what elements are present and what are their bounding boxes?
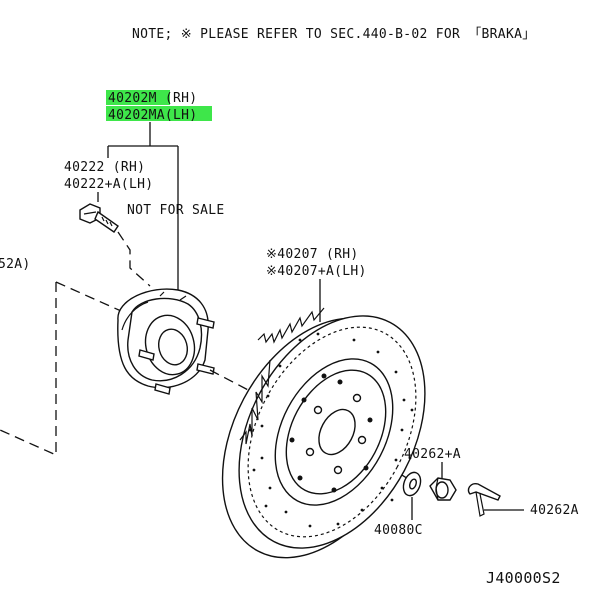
castle-nut[interactable] [429, 477, 457, 501]
bolt-axis-dashed [117, 231, 151, 287]
bolt-label-rh[interactable]: 40222 (RH) [64, 160, 145, 175]
hub-assembly[interactable] [117, 288, 215, 395]
bolt-label-lh[interactable]: 40222+A(LH) [64, 177, 153, 192]
highlight-hub-rh [106, 90, 170, 105]
washer-label[interactable]: 40080C [374, 523, 423, 538]
rotor-label-lh[interactable]: ※40207+A(LH) [266, 264, 367, 279]
hub-label-rh[interactable]: 40202M (RH) [108, 91, 197, 106]
not-for-sale-label: NOT FOR SALE [127, 203, 225, 218]
brake-rotor[interactable] [184, 284, 463, 590]
cotter-pin[interactable] [467, 482, 501, 517]
washer[interactable] [400, 470, 423, 498]
header-note: NOTE; ※ PLEASE REFER TO SEC.440-B-02 FOR… [132, 27, 536, 42]
nut-label[interactable]: 40262+A [404, 447, 461, 462]
pin-label[interactable]: 40262A [530, 503, 579, 518]
hub-label-lh[interactable]: 40202MA(LH) [108, 108, 197, 123]
diagram-id: J40000S2 [486, 569, 561, 587]
side-reference: 52A) [0, 257, 31, 272]
rotor-label-rh[interactable]: ※40207 (RH) [266, 247, 358, 262]
assembly-outline-dashed [0, 282, 57, 457]
hub-to-rotor-axis [209, 369, 253, 393]
highlight-hub-lh [106, 106, 212, 121]
assembly-outline-top [55, 281, 131, 316]
hub-bolt[interactable] [79, 203, 119, 233]
